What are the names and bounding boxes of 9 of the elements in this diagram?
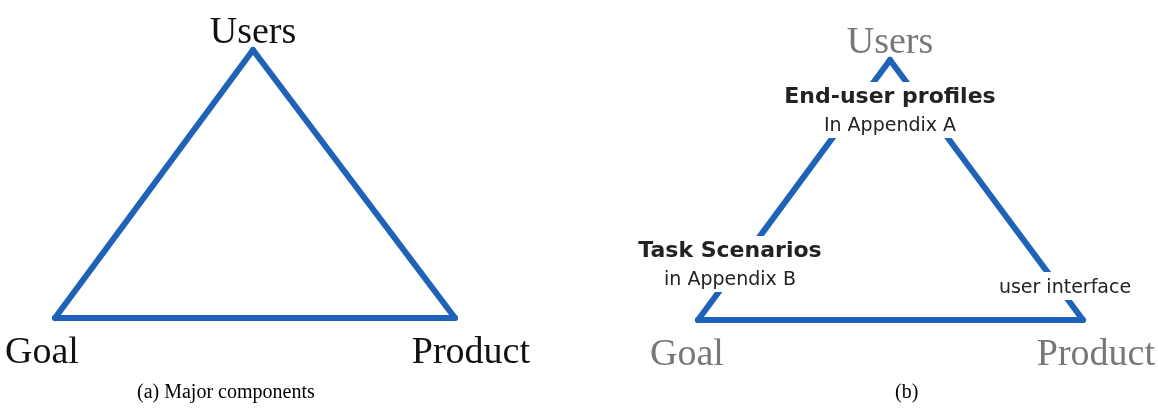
caption: (b) bbox=[895, 380, 919, 403]
vertex-label: Users bbox=[846, 20, 934, 60]
vertex-label: Product bbox=[411, 330, 530, 370]
triangle-side bbox=[250, 47, 458, 321]
vertex-label: Users bbox=[209, 10, 297, 50]
vertex-label: Goal bbox=[5, 330, 79, 370]
caption: (a) Major components bbox=[137, 380, 315, 403]
vertex-label: Product bbox=[1036, 332, 1155, 372]
vertex-label: Goal bbox=[650, 332, 724, 372]
